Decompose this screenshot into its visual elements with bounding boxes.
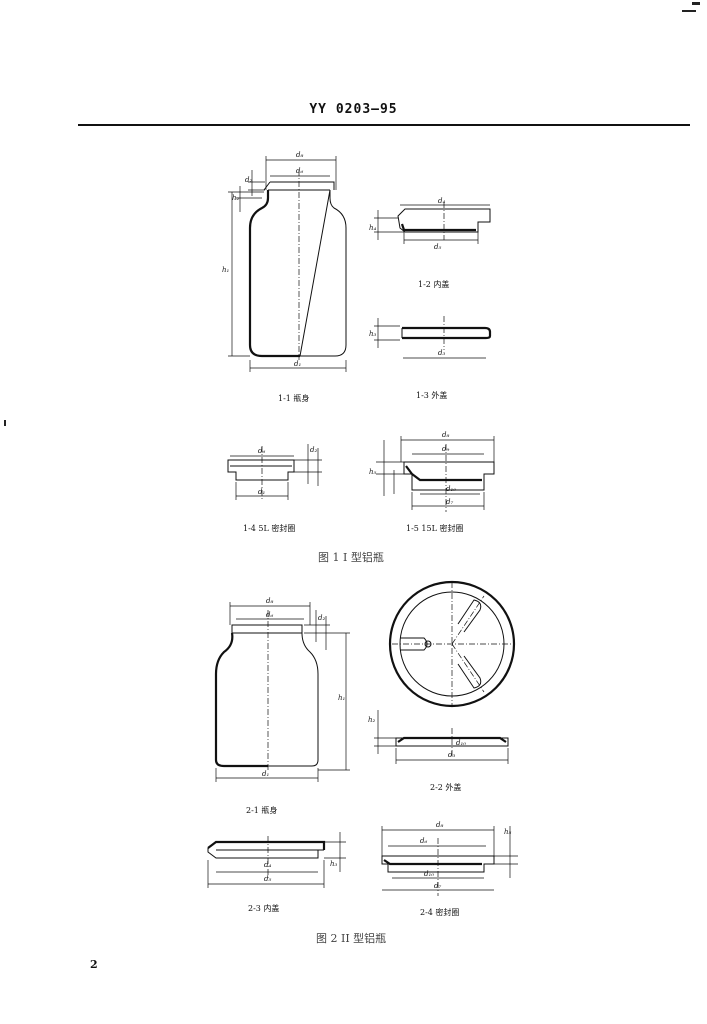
caption-1-5: 1-5 15L 密封圈 (406, 524, 464, 533)
drawing-1-3-outer-cover (374, 316, 492, 359)
standard-code-header: YY 0203—95 (309, 102, 398, 117)
label-d2: d₂ (310, 446, 317, 454)
label-d6: d₆ (420, 837, 427, 845)
scan-artifact (682, 10, 696, 12)
caption-1-4: 1-4 5L 密封圈 (243, 524, 296, 533)
label-h3: h₃ (369, 330, 377, 338)
label-d8: d₈ (436, 821, 443, 829)
label-d2: d₂ (318, 614, 325, 622)
figure-1-caption: 图 1 I 型铝瓶 (318, 551, 384, 564)
drawing-1-2-inner-cover (374, 202, 491, 244)
caption-2-3: 2-3 内盖 (248, 904, 280, 913)
page-number: 2 (90, 958, 98, 971)
label-h1: h₁ (222, 266, 230, 274)
label-d8: d₈ (266, 597, 273, 605)
label-h2: h₂ (368, 716, 376, 724)
drawing-2-2-outer-cover (374, 580, 516, 764)
label-d4: d₄ (438, 197, 445, 205)
figure-2-caption: 图 2 II 型铝瓶 (316, 932, 387, 945)
caption-1-2: 1-2 内盖 (418, 280, 450, 289)
label-h3: h₃ (330, 860, 338, 868)
label-d4: d₄ (264, 861, 271, 869)
label-d5: d₅ (264, 875, 271, 883)
caption-1-1: 1-1 瓶身 (278, 394, 310, 403)
label-d5: d₅ (434, 243, 441, 251)
label-h2: h₂ (232, 194, 240, 202)
label-d2: d₂ (245, 176, 252, 184)
caption-1-3: 1-3 外盖 (416, 391, 448, 400)
label-d6: d₆ (258, 447, 265, 455)
label-d8: d₈ (442, 431, 449, 439)
label-d3: d₃ (448, 751, 455, 759)
drawing-1-5-15l-seal-ring (376, 436, 495, 512)
drawing-2-1-bottle-body (214, 602, 350, 782)
caption-2-2: 2-2 外盖 (430, 783, 462, 792)
label-d7: d₇ (446, 498, 453, 506)
label-d3: d₃ (438, 349, 445, 357)
label-h1: h₁ (338, 694, 346, 702)
drawing-2-4-seal-ring (381, 826, 518, 896)
label-d10: d₁₀ (424, 870, 434, 878)
label-d9: d₉ (442, 445, 449, 453)
label-d1: d₁ (258, 488, 265, 496)
label-h5: h₅ (369, 468, 377, 476)
label-d7: d₇ (434, 882, 441, 890)
header-rule (78, 124, 690, 126)
scan-artifact (4, 420, 6, 426)
label-d6: d₆ (296, 167, 303, 175)
label-d6: d₆ (266, 611, 273, 619)
label-d8: d₈ (296, 151, 303, 159)
caption-2-1: 2-1 瓶身 (246, 806, 278, 815)
label-d10: d₁₀ (446, 485, 456, 493)
scan-artifact (692, 2, 700, 5)
label-d1: d₁ (294, 360, 301, 368)
label-h4: h₄ (369, 224, 377, 232)
drawing-1-1-bottle-body (228, 156, 347, 372)
drawing-2-3-inner-cover (207, 832, 346, 888)
caption-2-4: 2-4 密封圈 (420, 908, 460, 917)
label-h5: h₅ (504, 828, 512, 836)
label-d1: d₁ (262, 770, 269, 778)
label-d10: d₁₀ (456, 739, 466, 747)
drawing-1-4-5l-seal-ring (227, 444, 322, 500)
